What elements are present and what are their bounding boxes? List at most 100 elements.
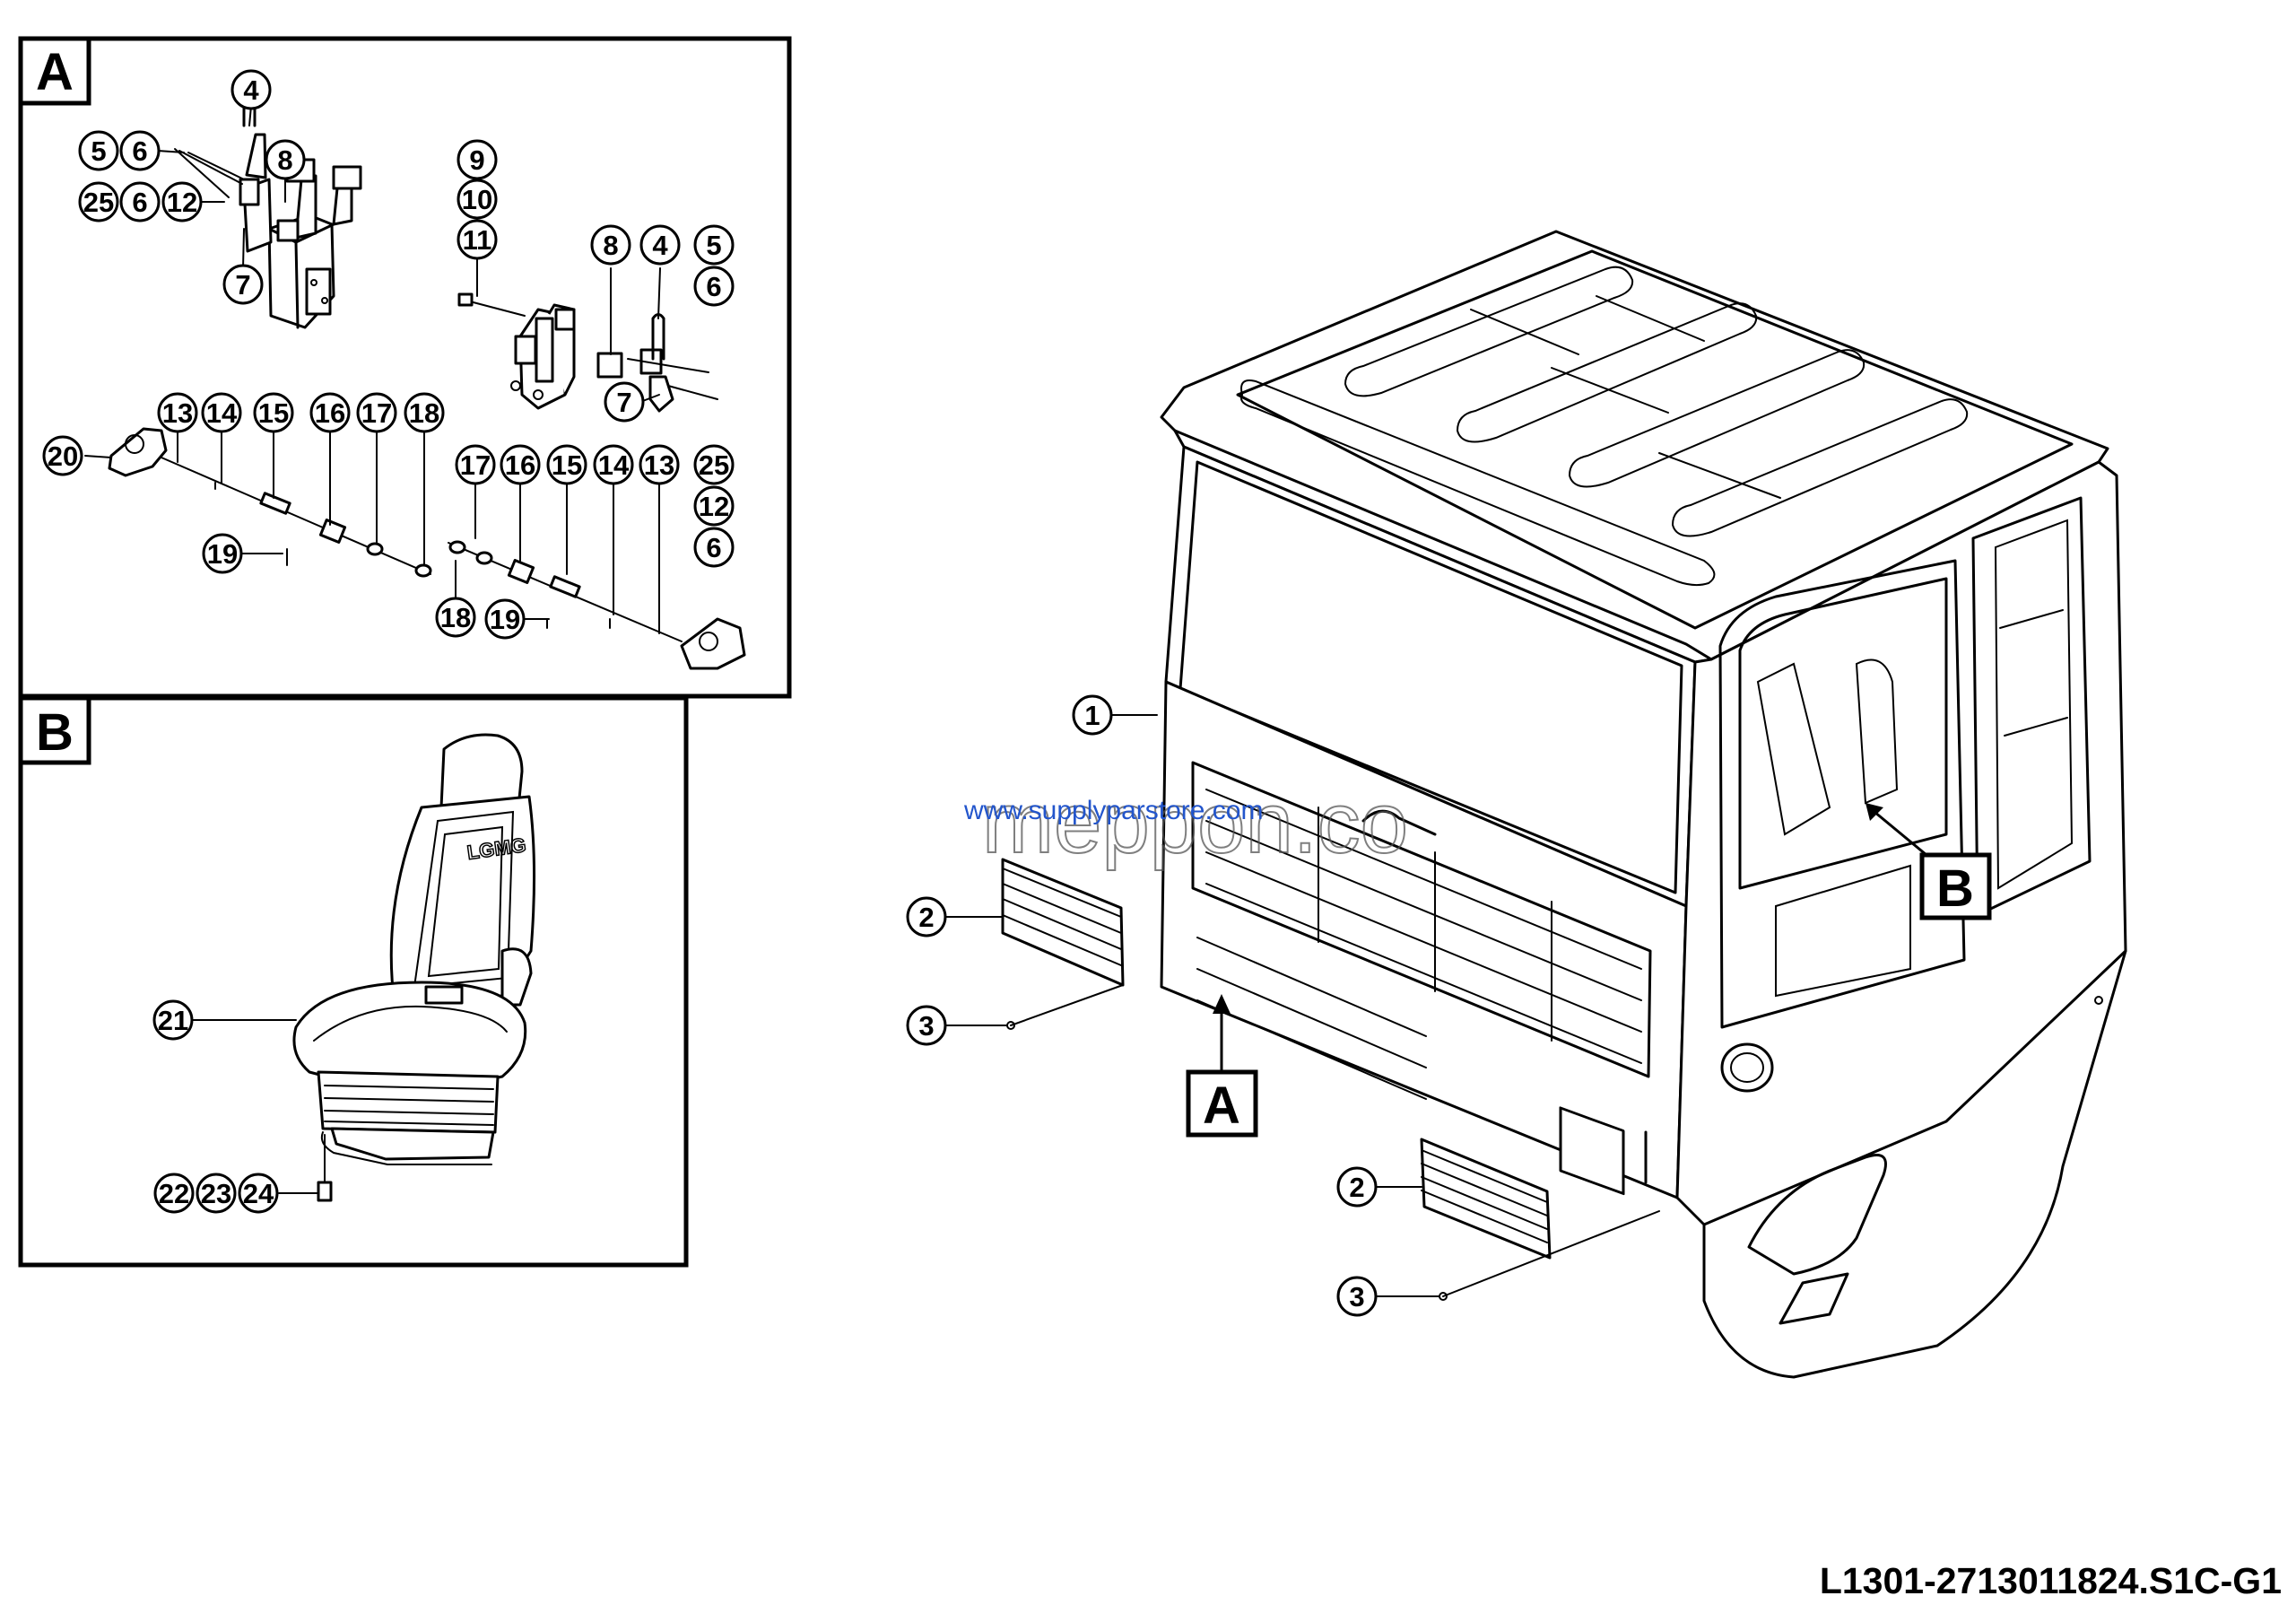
callout-a-4-left: 4 (230, 69, 272, 110)
callout-circle (500, 444, 541, 485)
callout-circle (693, 485, 735, 527)
callout-number: 18 (440, 602, 471, 633)
callout-circle (693, 527, 735, 568)
callout-circle (152, 999, 194, 1041)
detail-box-b-letter: B (36, 703, 74, 762)
callout-circle (202, 533, 243, 574)
callout-circle (906, 896, 947, 937)
callout-main-3-lower: 3 (1336, 1276, 1378, 1317)
watermark: meppon.co www.supplyparstore.com (963, 774, 1409, 872)
callout-b-21: 21 (152, 999, 194, 1041)
callout-a-9: 9 (457, 139, 498, 180)
callout-number: 8 (277, 144, 292, 176)
callout-a-14-left: 14 (201, 392, 242, 433)
callout-number: 7 (235, 269, 250, 301)
callout-circle (693, 266, 735, 307)
callout-a-6-left-top: 6 (119, 130, 161, 171)
callout-a-16-left: 16 (309, 392, 351, 433)
callout-a-14-right: 14 (593, 444, 634, 485)
detail-box-a: A (18, 36, 792, 699)
callout-a-17-right: 17 (455, 444, 496, 485)
callout-circle (435, 597, 476, 638)
left-hinge-assembly-illustration (174, 80, 362, 329)
callout-a-10: 10 (457, 179, 498, 220)
callout-circle (309, 392, 351, 433)
callout-main-3-upper: 3 (906, 1005, 947, 1046)
callout-circle (230, 69, 272, 110)
callout-number: 19 (490, 604, 520, 635)
seat-illustration: LGMG (292, 733, 536, 1202)
callout-circle (639, 444, 680, 485)
callout-circle (1336, 1166, 1378, 1208)
callout-number: 6 (706, 271, 721, 302)
callout-a-6-right-bottom: 6 (693, 527, 735, 568)
callout-circle (457, 179, 498, 220)
callout-circle (222, 264, 264, 305)
reference-tag-b: B (1919, 852, 1992, 920)
callout-a-13-right: 13 (639, 444, 680, 485)
callout-number: 23 (201, 1178, 231, 1209)
detail-box-b: B LGMG (18, 695, 689, 1268)
right-hinge-assembly-illustration (457, 292, 718, 413)
callout-main-2-upper: 2 (906, 896, 947, 937)
callout-a-17-left: 17 (356, 392, 397, 433)
callout-circle (457, 219, 498, 260)
callout-circle (153, 1173, 195, 1214)
watermark-mark: meppon.co (982, 775, 1408, 871)
callout-circle (119, 181, 161, 222)
callout-number: 14 (206, 397, 238, 429)
callout-number: 2 (1349, 1172, 1364, 1203)
watermark-url: www.supplyparstore.com (963, 796, 1263, 825)
cab-illustration (1160, 230, 2127, 1379)
callout-number: 5 (91, 135, 106, 167)
callout-circle (639, 224, 681, 266)
callout-number: 6 (132, 135, 147, 167)
callout-number: 25 (83, 187, 114, 218)
callout-a-6-left-mid: 6 (119, 181, 161, 222)
callout-a-7-left: 7 (222, 264, 264, 305)
callout-a-16-right: 16 (500, 444, 541, 485)
reference-tag-b-letter: B (1936, 859, 1974, 918)
callout-circle (1336, 1276, 1378, 1317)
callout-a-18-right: 18 (435, 597, 476, 638)
callout-number: 16 (315, 397, 345, 429)
callout-a-4-right: 4 (639, 224, 681, 266)
callout-circle (1072, 694, 1113, 736)
callout-a-12-left: 12 (161, 181, 203, 222)
detail-box-a-letter: A (36, 43, 74, 101)
callout-number: 15 (552, 449, 582, 481)
callout-a-8-right: 8 (590, 224, 631, 266)
callout-number: 18 (409, 397, 439, 429)
callout-a-18-left: 18 (404, 392, 445, 433)
callout-number: 15 (258, 397, 289, 429)
louver-grille-upper-illustration (1001, 858, 1125, 987)
callout-a-25-right: 25 (693, 444, 735, 485)
callout-a-19-left: 19 (202, 533, 243, 574)
callout-circle (546, 444, 587, 485)
callout-circle (590, 224, 631, 266)
callout-main-2-lower: 2 (1336, 1166, 1378, 1208)
callout-number: 17 (361, 397, 392, 429)
callout-a-15-right: 15 (546, 444, 587, 485)
callout-number: 20 (48, 440, 78, 472)
callout-circle (593, 444, 634, 485)
callout-number: 22 (159, 1178, 189, 1209)
callout-number: 13 (162, 397, 193, 429)
callout-circle (238, 1173, 279, 1214)
callout-number: 9 (469, 144, 484, 176)
callout-number: 17 (460, 449, 491, 481)
callout-circle (119, 130, 161, 171)
callout-number: 4 (243, 74, 259, 106)
callout-a-11: 11 (457, 219, 498, 260)
callout-b-24: 24 (238, 1173, 279, 1214)
callout-number: 6 (132, 187, 147, 218)
leader-lines (84, 105, 1660, 1297)
louver-grille-lower-illustration (1420, 1138, 1552, 1260)
callout-number: 2 (918, 902, 934, 933)
callout-number: 10 (462, 184, 492, 215)
callout-circle (604, 381, 645, 423)
reference-arrow-b (1866, 803, 1928, 857)
callout-b-23: 23 (196, 1173, 237, 1214)
